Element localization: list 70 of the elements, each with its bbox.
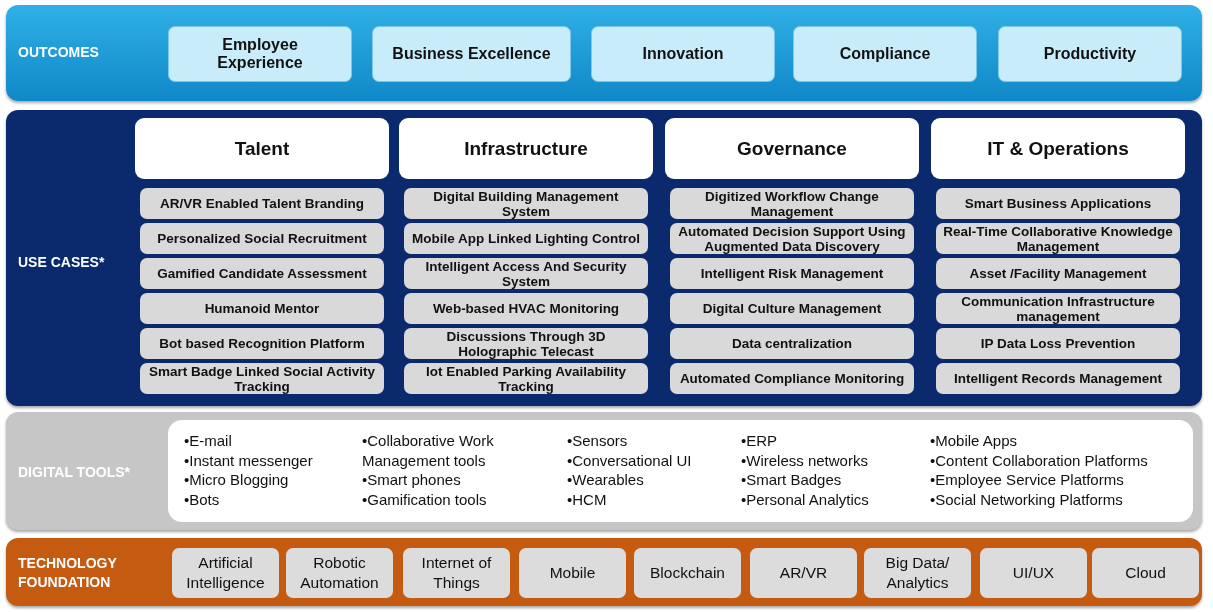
tool-list-item: •Wireless networks: [741, 450, 869, 470]
use-case-box: Smart Business Applications: [936, 188, 1180, 219]
tool-list-item: •Smart Badges: [741, 470, 843, 490]
outcomes-band: [6, 5, 1202, 101]
use-case-box: Discussions Through 3D Holographic Telecast: [404, 328, 648, 359]
technology-box: Big Data/ Analytics: [864, 548, 971, 598]
technology-box: Artificial Intelligence: [172, 548, 279, 598]
category-header: Talent: [135, 118, 389, 179]
technology-box: Blockchain: [634, 548, 741, 598]
use-case-box: Automated Compliance Monitoring: [670, 363, 914, 394]
tool-list-item: •HCM: [567, 489, 608, 509]
use-case-box: Iot Enabled Parking Availability Tracking: [404, 363, 648, 394]
use-case-box: Web-based HVAC Monitoring: [404, 293, 648, 324]
use-case-box: Humanoid Mentor: [140, 293, 384, 324]
tools-panel: [168, 420, 1193, 522]
tool-list-item: •Content Collaboration Platforms: [930, 450, 1149, 470]
use-case-box: Automated Decision Support Using Augmented Data Discovery: [670, 223, 914, 254]
tool-list-item: •E-mail: [184, 431, 233, 451]
use-case-box: Digitized Workflow Change Management: [670, 188, 914, 219]
use-case-box: Intelligent Risk Management: [670, 258, 914, 289]
technology-foundation-band: [6, 538, 1202, 606]
use-case-box: AR/VR Enabled Talent Branding: [140, 188, 384, 219]
layer-title: TECHNOLOGY FOUNDATION: [18, 554, 118, 592]
outcome-box: Business Excellence: [372, 26, 571, 82]
use-case-box: Mobile App Linked Lighting Control: [404, 223, 648, 254]
tool-list-item: •Bots: [184, 489, 221, 509]
technology-box: AR/VR: [750, 548, 857, 598]
use-case-box: Bot based Recognition Platform: [140, 328, 384, 359]
technology-box: Internet of Things: [403, 548, 510, 598]
tool-list-item: •Instant messenger: [184, 450, 314, 470]
tool-list-item: •Micro Blogging: [184, 470, 290, 490]
use-cases-band: [6, 110, 1202, 406]
tool-list-item: •Smart phones: [362, 470, 462, 490]
outcome-box: Employee Experience: [168, 26, 352, 82]
technology-box: Cloud: [1092, 548, 1199, 598]
use-case-box: Personalized Social Recruitment: [140, 223, 384, 254]
use-case-box: IP Data Loss Prevention: [936, 328, 1180, 359]
category-header: IT & Operations: [931, 118, 1185, 179]
use-case-box: Digital Building Management System: [404, 188, 648, 219]
tool-list-item: •Gamification tools: [362, 489, 488, 509]
use-case-box: Digital Culture Management: [670, 293, 914, 324]
tool-list-item: •Social Networking Platforms: [930, 489, 1124, 509]
digital-tools-band: [6, 412, 1202, 530]
use-case-box: Intelligent Access And Security System: [404, 258, 648, 289]
category-header: Infrastructure: [399, 118, 653, 179]
tool-list-item: •Collaborative Work Management tools: [362, 431, 495, 470]
category-header: Governance: [665, 118, 919, 179]
tool-list-item: •Conversational UI: [567, 450, 693, 470]
use-case-box: Intelligent Records Management: [936, 363, 1180, 394]
tool-list-item: •Mobile Apps: [930, 431, 1018, 451]
outcome-box: Productivity: [998, 26, 1182, 82]
outcome-box: Innovation: [591, 26, 775, 82]
technology-box: UI/UX: [980, 548, 1087, 598]
use-case-box: Data centralization: [670, 328, 914, 359]
tool-list-item: •Personal Analytics: [741, 489, 870, 509]
tool-list-item: •ERP: [741, 431, 779, 451]
tool-list-item: •Sensors: [567, 431, 629, 451]
outcome-box: Compliance: [793, 26, 977, 82]
tool-list-item: •Employee Service Platforms: [930, 470, 1125, 490]
use-case-box: Real-Time Collaborative Knowledge Management: [936, 223, 1180, 254]
use-case-box: Asset /Facility Management: [936, 258, 1180, 289]
use-case-box: Smart Badge Linked Social Activity Tracking: [140, 363, 384, 394]
layer-title: OUTCOMES: [18, 43, 100, 62]
use-case-box: Communication Infrastructure management: [936, 293, 1180, 324]
technology-box: Mobile: [519, 548, 626, 598]
layer-title: DIGITAL TOOLS*: [18, 463, 131, 482]
tool-list-item: •Wearables: [567, 470, 645, 490]
technology-box: Robotic Automation: [286, 548, 393, 598]
layer-title: USE CASES*: [18, 253, 106, 272]
use-case-box: Gamified Candidate Assessment: [140, 258, 384, 289]
